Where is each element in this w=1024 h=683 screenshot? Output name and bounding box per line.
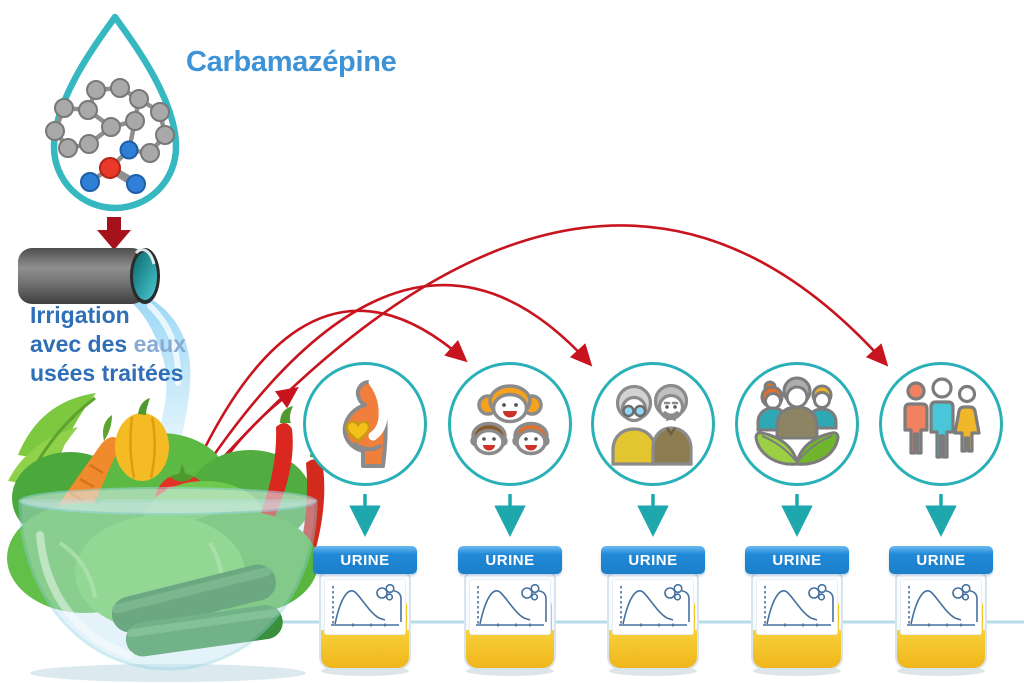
cup-chart-label: [325, 580, 405, 634]
cup-cap-label: URINE: [485, 551, 535, 569]
urine-cup: URINE: [601, 546, 705, 676]
cup-cap: URINE: [889, 546, 993, 574]
cup-shadow: [321, 666, 409, 676]
group-circle-elderly: [591, 362, 715, 486]
yellow-pepper: [115, 413, 169, 481]
pregnant-woman-icon: [342, 377, 388, 468]
urine-cup: URINE: [889, 546, 993, 676]
cup-cap: URINE: [601, 546, 705, 574]
cup-cap-label: URINE: [340, 551, 390, 569]
urine-cup: URINE: [313, 546, 417, 676]
urine-liquid: [321, 630, 409, 668]
down-arrow-icon: [97, 217, 131, 250]
group-circle-pregnant: [303, 362, 427, 486]
water-stream: [130, 293, 191, 456]
cucumber: [111, 564, 276, 633]
family-pictogram-icon: [903, 377, 981, 459]
salad-bowl-icon: [7, 393, 325, 682]
group-circle-children: [448, 362, 572, 486]
cup-cap: URINE: [313, 546, 417, 574]
irrigation-label: Irrigation avec des eaux usées traitées: [30, 302, 187, 386]
wastewater-pipe-icon: [18, 248, 191, 456]
cucumber-2: [125, 605, 283, 657]
adults-leaves-icon: [754, 376, 840, 466]
urine-cup: URINE: [745, 546, 849, 676]
cup-chart-label: [613, 580, 693, 634]
urine-liquid: [466, 630, 554, 668]
group-circle-family: [879, 362, 1003, 486]
urine-cup: URINE: [458, 546, 562, 676]
cup-chart-label: [901, 580, 981, 634]
page-title: Carbamazépine: [186, 46, 397, 78]
cup-chart-label: [470, 580, 550, 634]
cup-cap-label: URINE: [916, 551, 966, 569]
cup-body: [319, 572, 411, 670]
urine-sampling-arrows: [349, 494, 957, 537]
cup-cap: URINE: [458, 546, 562, 574]
cup-chart-label: [757, 580, 837, 634]
carbamazepine-molecule-icon: [45, 78, 175, 194]
glass-bowl: [18, 499, 318, 671]
elderly-couple-icon: [611, 383, 693, 466]
cup-cap-label: URINE: [772, 551, 822, 569]
red-arrow-to-elderly: [151, 283, 593, 553]
group-circle-adults: [735, 362, 859, 486]
urine-liquid: [753, 630, 841, 668]
cup-cap-label: URINE: [628, 551, 678, 569]
children-icon: [470, 384, 550, 456]
urine-liquid: [609, 630, 697, 668]
urine-liquid: [897, 630, 985, 668]
cup-cap: URINE: [745, 546, 849, 574]
water-drop-icon: [45, 13, 180, 212]
